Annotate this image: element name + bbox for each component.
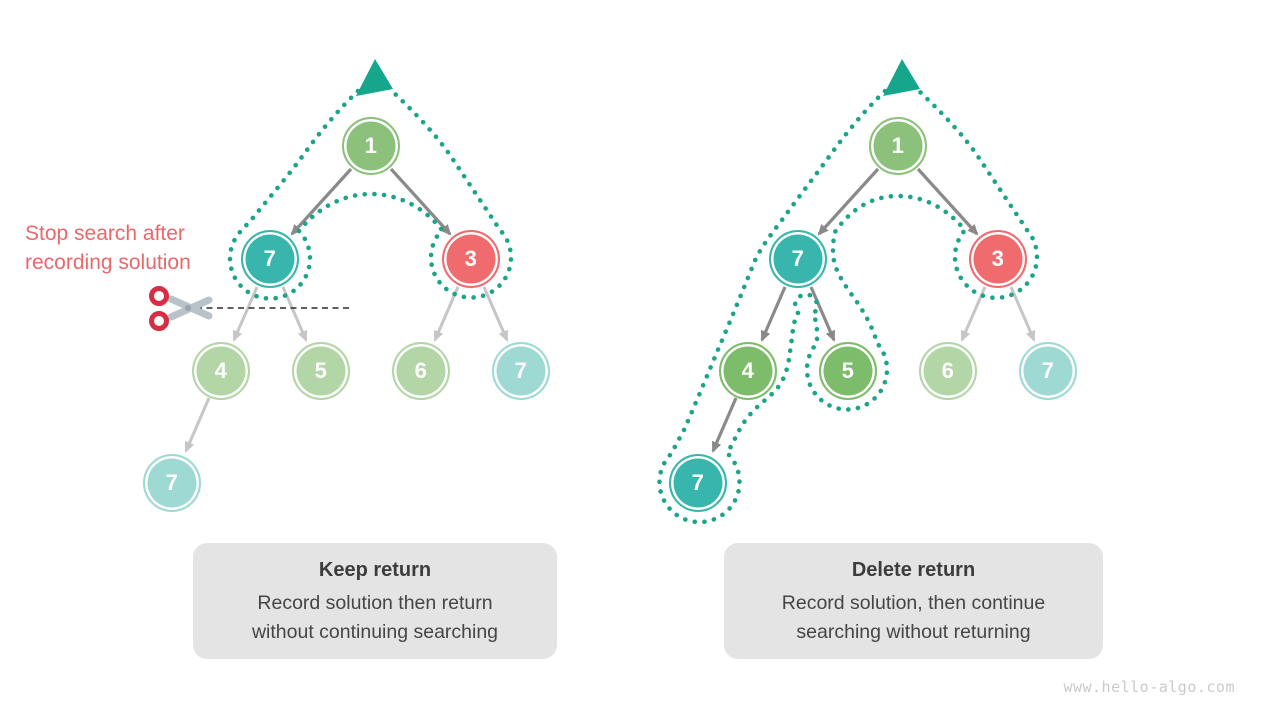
caption-line-2: without continuing searching	[251, 621, 499, 643]
edge-1-7	[290, 167, 353, 236]
right-tree-edges	[711, 167, 1036, 453]
left-node-7: 7	[241, 230, 299, 288]
right-visited-path-outline	[657, 88, 1040, 525]
left-node-7b: 7	[492, 342, 550, 400]
watermark: www.hello-algo.com	[1063, 678, 1235, 696]
left-node-5: 5	[292, 342, 350, 400]
left-node-3: 3	[442, 230, 500, 288]
keep-return-caption: Keep return Record solution then return …	[193, 543, 557, 659]
edge-7-4	[232, 286, 259, 342]
scissors-icon	[149, 286, 213, 331]
edge-1-7	[817, 167, 880, 236]
annotation-line-1: Stop search after	[25, 222, 185, 245]
right-node-5: 5	[819, 342, 877, 400]
edge-4-7leaf	[184, 397, 211, 453]
right-node-7-leaf: 7	[669, 454, 727, 512]
caption-line-1: Record solution then return	[257, 592, 493, 614]
edge-7-5	[809, 286, 836, 342]
delete-return-caption: Delete return Record solution, then cont…	[724, 543, 1103, 659]
edge-3-7	[1009, 286, 1036, 342]
edge-7-4	[760, 286, 787, 342]
right-node-7: 7	[769, 230, 827, 288]
edge-4-7leaf	[711, 397, 738, 453]
annotation-line-2: recording solution	[25, 251, 191, 274]
edge-3-7	[482, 286, 509, 342]
return-arrow-icon	[883, 59, 920, 96]
right-node-6: 6	[919, 342, 977, 400]
left-tree-edges	[184, 167, 509, 453]
right-node-3: 3	[969, 230, 1027, 288]
right-node-4: 4	[719, 342, 777, 400]
stop-search-annotation: Stop search after recording solution	[25, 219, 255, 277]
left-node-1: 1	[342, 117, 400, 175]
edge-1-3	[916, 167, 979, 236]
caption-title: Keep return	[318, 559, 432, 581]
caption-line-1: Record solution, then continue	[781, 592, 1046, 614]
caption-title: Delete return	[851, 559, 976, 581]
right-node-1: 1	[869, 117, 927, 175]
right-node-7b: 7	[1019, 342, 1077, 400]
edge-1-3	[389, 167, 452, 236]
return-arrow-icon	[356, 59, 393, 96]
left-node-4: 4	[192, 342, 250, 400]
left-node-6: 6	[392, 342, 450, 400]
left-node-7-leaf: 7	[143, 454, 201, 512]
caption-line-2: searching without returning	[796, 621, 1031, 643]
